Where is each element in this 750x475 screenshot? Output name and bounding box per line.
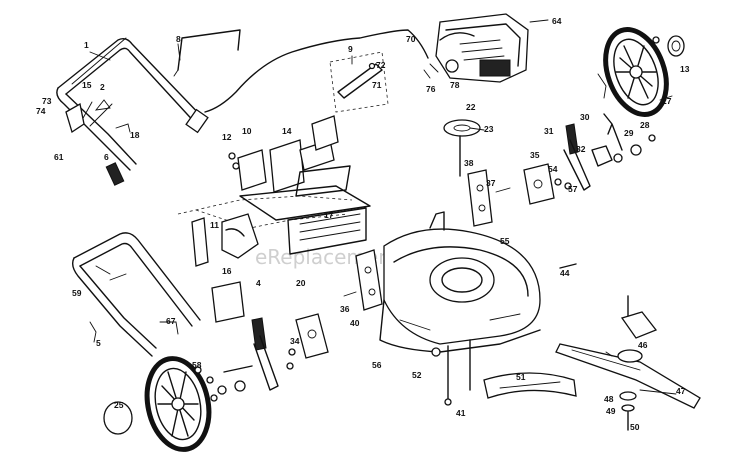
callout-72: 72	[376, 60, 386, 70]
rear-wheel-left	[103, 356, 212, 452]
engine	[423, 13, 529, 83]
callout-58: 58	[192, 360, 202, 370]
callout-70: 70	[406, 34, 416, 44]
callout-34: 34	[290, 336, 300, 346]
rear-brackets-assembly	[177, 115, 371, 255]
callout-28: 28	[640, 120, 650, 130]
callout-54: 54	[548, 164, 558, 174]
callout-5: 5	[96, 338, 101, 348]
wheel-bracket-right	[523, 163, 572, 205]
callout-1: 1	[84, 40, 89, 50]
callout-47: 47	[676, 386, 686, 396]
bolts-lower	[431, 263, 577, 406]
rear-hinge-parts	[191, 213, 259, 323]
part-8-rod	[173, 29, 241, 77]
height-adjuster-right	[563, 73, 656, 191]
callout-49: 49	[606, 406, 616, 416]
lower-handle	[71, 232, 201, 357]
callout-38: 38	[464, 158, 474, 168]
callout-12: 12	[222, 132, 232, 142]
callout-48: 48	[604, 394, 614, 404]
callout-23: 23	[484, 124, 494, 134]
callout-35: 35	[530, 150, 540, 160]
callout-30: 30	[580, 112, 590, 122]
callout-labels: 1 2 4 5 6 8 9 10 11 12 13 14 15 16 17 18…	[36, 16, 690, 432]
callout-22: 22	[466, 102, 476, 112]
callout-73: 73	[42, 96, 52, 106]
callout-41: 41	[456, 408, 466, 418]
part-38-bracket	[467, 169, 511, 227]
callout-64: 64	[552, 16, 562, 26]
callout-67: 67	[166, 316, 176, 326]
callout-29: 29	[624, 128, 634, 138]
height-adjuster-left	[206, 317, 279, 402]
upper-handle	[56, 37, 209, 186]
callout-46: 46	[638, 340, 648, 350]
callout-52: 52	[412, 370, 422, 380]
callout-13: 13	[680, 64, 690, 74]
callout-78: 78	[450, 80, 460, 90]
misc-small-parts	[89, 321, 202, 374]
callout-17: 17	[324, 210, 334, 220]
leader-lines	[89, 19, 677, 395]
callout-56: 56	[372, 360, 382, 370]
callout-14: 14	[282, 126, 292, 136]
control-cable	[204, 29, 429, 113]
part-9-bracket-kit	[329, 51, 389, 113]
callout-10: 10	[242, 126, 252, 136]
callout-9: 9	[348, 44, 353, 54]
callout-32: 32	[576, 144, 586, 154]
wheel-bracket-left	[343, 249, 383, 311]
callout-15: 15	[82, 80, 92, 90]
callout-20: 20	[296, 278, 306, 288]
callout-55: 55	[500, 236, 510, 246]
callout-40: 40	[350, 318, 360, 328]
callout-8: 8	[176, 34, 181, 44]
callout-71: 71	[372, 80, 382, 90]
callout-51: 51	[516, 372, 526, 382]
callout-61: 61	[54, 152, 64, 162]
rear-wheel-right	[603, 27, 685, 117]
callout-59: 59	[72, 288, 82, 298]
callout-16: 16	[222, 266, 232, 276]
callout-31: 31	[544, 126, 554, 136]
callout-44: 44	[560, 268, 570, 278]
callout-27: 27	[662, 96, 672, 106]
callout-2: 2	[100, 82, 105, 92]
callout-18: 18	[130, 130, 140, 140]
callout-11: 11	[210, 220, 219, 230]
callout-36: 36	[340, 304, 350, 314]
wheel-bracket-lower	[286, 313, 329, 370]
blade-assembly	[555, 295, 701, 431]
mower-deck	[379, 211, 541, 353]
discharge-shield	[483, 372, 577, 399]
callout-4: 4	[256, 278, 261, 288]
blade-adapter-top	[443, 119, 481, 177]
callout-74: 74	[36, 106, 46, 116]
callout-6: 6	[104, 152, 109, 162]
callout-37: 37	[486, 178, 496, 188]
callout-25: 25	[114, 400, 124, 410]
callout-50: 50	[630, 422, 640, 432]
callout-57: 57	[568, 184, 578, 194]
callout-76: 76	[426, 84, 436, 94]
